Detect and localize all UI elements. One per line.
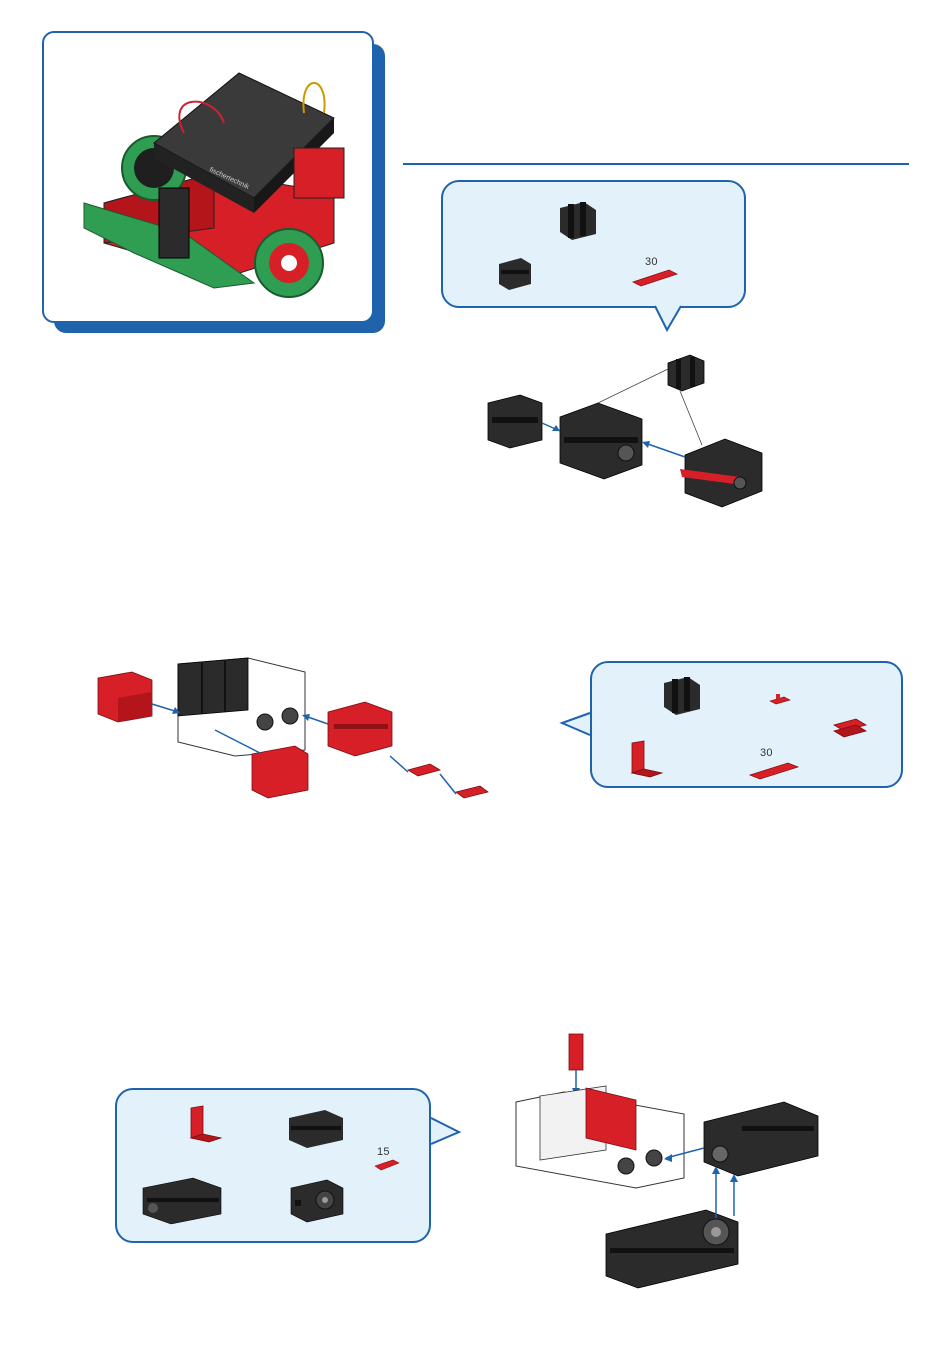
- bubble-pointer: [431, 1116, 461, 1146]
- building-block-15-black-icon: [662, 675, 702, 715]
- part-length-label: 30: [645, 256, 658, 268]
- assembly-diagram-step-1: [480, 345, 780, 515]
- building-block-30-black-icon: [497, 256, 533, 292]
- building-block-30-black-icon: [287, 1108, 347, 1150]
- red-post: [569, 1034, 583, 1070]
- cross-connector-red-icon: [830, 711, 870, 741]
- gearbox-black-icon: [139, 1174, 225, 1224]
- small-connector-red-icon: [768, 691, 792, 707]
- step-divider: [403, 163, 909, 165]
- model-preview-card: fischertechnik: [42, 31, 374, 323]
- bubble-pointer: [655, 306, 685, 332]
- parts-bubble-step-1: 30: [441, 180, 746, 308]
- block-top: [668, 355, 704, 391]
- parts-bubble-step-3: 15: [115, 1088, 431, 1243]
- small-connector-1: [408, 764, 440, 776]
- building-block-15-black-icon: [558, 200, 598, 240]
- part-length-label: 15: [377, 1146, 390, 1158]
- robot-model-icon: fischertechnik: [64, 53, 354, 303]
- assembly-diagram-step-3: [506, 1030, 826, 1310]
- angle-block-red-icon: [628, 739, 668, 779]
- bubble-pointer: [560, 711, 590, 737]
- angle-block-red-icon: [187, 1104, 227, 1144]
- assembly-diagram-step-2: [90, 650, 510, 830]
- strut-red-icon: [373, 1156, 403, 1174]
- strut-red-icon: [748, 755, 800, 779]
- small-connector-2: [456, 786, 488, 798]
- gearbox: [704, 1102, 818, 1176]
- motor-black-icon: [287, 1178, 347, 1224]
- parts-bubble-step-2: 30: [590, 661, 903, 788]
- part-length-label: 30: [760, 747, 773, 759]
